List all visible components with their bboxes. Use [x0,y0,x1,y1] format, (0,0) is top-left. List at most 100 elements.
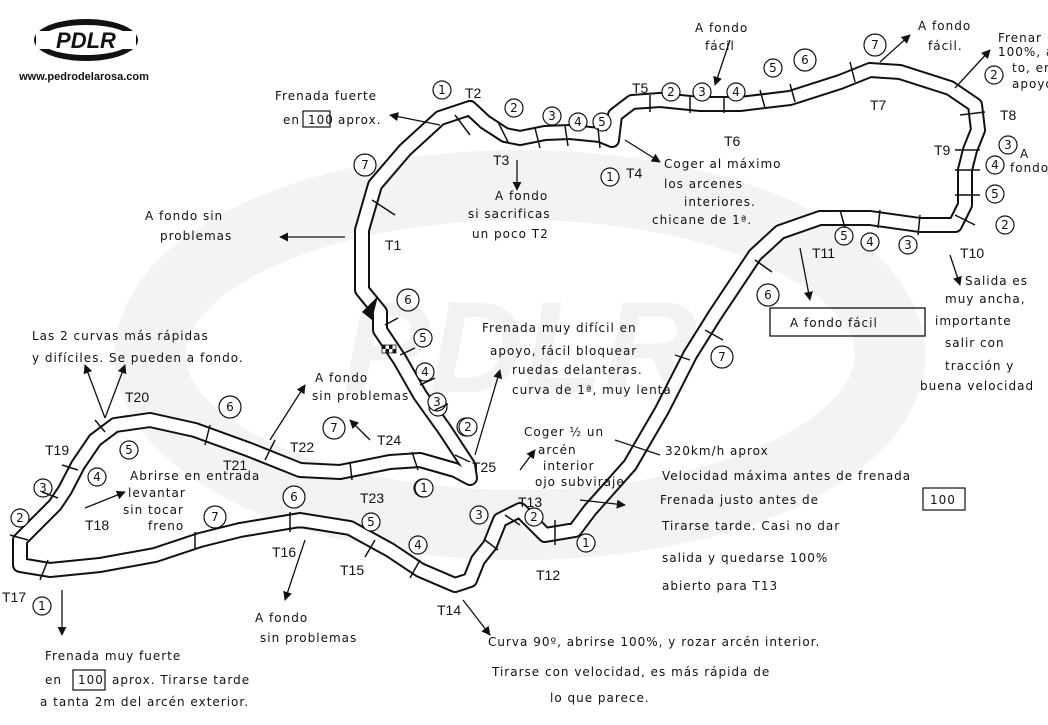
gear-marker: 1 [600,167,620,187]
corner-label-t9: T9 [934,142,951,158]
gear-circle [415,362,435,382]
gear-marker: 4 [568,112,588,132]
gear-circle [413,328,433,348]
gear-circle [458,417,478,437]
gear-circle [32,596,52,616]
gear-marker: 2 [504,98,524,118]
note-frenada-t17: Frenada muy fuerte en 100 aprox. Tirarse… [40,649,255,709]
gear-marker: 3 [998,135,1018,155]
gear-marker: 2 [995,215,1015,235]
corner-label-t13: T13 [518,494,542,510]
gear-number: 5 [991,187,999,201]
gear-marker: 3 [692,82,712,102]
gear-number: 5 [125,443,133,457]
note-line: muy ancha, [945,292,1026,306]
corner-label-t20: T20 [125,389,149,405]
segment-tick [411,451,419,471]
gear-circle [396,288,420,312]
note-line: 100%, abri- [998,45,1048,59]
gear-circle [432,80,452,100]
gear-circle [408,535,428,555]
note-line: los arcenes [664,177,743,191]
note-line: Frenada justo antes de [660,493,819,507]
segment-tick [434,403,449,411]
corner-labels: T1T2T3T4T5T6T7T8T9T10T11T12T13T14T15T16T… [2,80,1017,618]
segment-tick [349,461,353,481]
gear-number: 6 [801,53,809,67]
gear-marker: 1 [414,478,434,498]
segment-tick [94,419,106,433]
gear-number: 1 [606,170,614,184]
gear-marker: 7 [353,153,377,177]
note-a-fondo-facil-t7: A fondo fácil. [918,19,976,53]
note-line: A [1020,147,1029,161]
gear-marker: 2 [458,417,478,437]
gear-circle [361,512,381,532]
gear-circle [726,82,746,102]
gear-marker: 6 [793,48,817,72]
gear-circle [763,58,783,78]
gear-circle [33,478,53,498]
gear-number: 6 [290,490,298,504]
corner-label-t17: T17 [2,589,26,605]
gear-number: 1 [438,83,446,97]
a-fondo-facil-box [769,307,926,337]
gear-number: 3 [1004,138,1012,152]
corner-label-t24: T24 [377,432,401,448]
gear-number: 4 [93,470,101,484]
gear-number: 3 [698,85,706,99]
segment-tick [371,199,396,216]
gear-number: 5 [367,515,375,529]
gear-number: 3 [548,109,556,123]
segment-tick [534,127,541,149]
gear-marker: 5 [834,226,854,246]
gear-circle [282,485,306,509]
gear-marker: 2 [984,65,1004,85]
gear-number: 4 [991,158,999,172]
note-line: levantar [128,486,186,500]
segment-tick [877,209,881,229]
note-line: ojo subviraje [535,475,625,489]
gear-marker: 5 [413,328,433,348]
note-boxed-value: 100 [930,493,956,507]
segment-tick [61,464,79,471]
segment-tick [759,89,766,109]
note-boxed-value: 100 [78,673,104,687]
note-line: ruedas delanteras. [512,363,643,377]
note-rapidas: Las 2 curvas más rápidas y difíciles. Se… [32,329,244,365]
corner-label-t11: T11 [812,245,835,261]
gear-circle [756,283,780,307]
note-line: Frenada muy difícil en [482,321,637,335]
segment-tick [409,559,421,579]
note-line: Frenada fuerte [275,89,377,103]
gear-number: 3 [475,508,483,522]
gear-marker: 4 [985,155,1005,175]
note-coger-t4: Coger al máximo los arcenes interiores. … [652,157,786,227]
gear-marker: 1 [576,533,596,553]
gear-circle [576,533,596,553]
segment-ticks [9,61,986,581]
gear-marker: 5 [361,512,381,532]
gear-number: 2 [990,68,998,82]
note-line: A fondo [695,21,748,35]
corner-label-t1: T1 [385,237,402,253]
note-line: A fondo [315,371,368,385]
note-line: fácil. [928,39,963,53]
note-frenar-t8: Frenar 100%, abri- to, en apoyo [998,31,1048,91]
segment-tick [204,424,211,446]
gear-number: 7 [718,350,726,364]
corner-label-t2: T2 [465,85,482,101]
gear-circle [692,82,712,102]
gear-marker: 5 [763,58,783,78]
note-coger-medio: Coger ½ un arcén interior ojo subviraje [524,425,625,489]
note-line: interiores. [684,195,756,209]
note-line: curva de 1ª, muy lenta [512,383,672,397]
note-line: arcén [538,443,577,457]
gear-marker: 3 [898,235,918,255]
note-line: salida y quedarse 100% [662,551,828,565]
note-line: chicane de 1ª. [652,213,752,227]
note-line: fácil [705,39,735,53]
note-line: y difíciles. Se pueden a fondo. [32,351,244,365]
gear-marker: 5 [985,184,1005,204]
gear-marker: 2 [10,508,30,528]
